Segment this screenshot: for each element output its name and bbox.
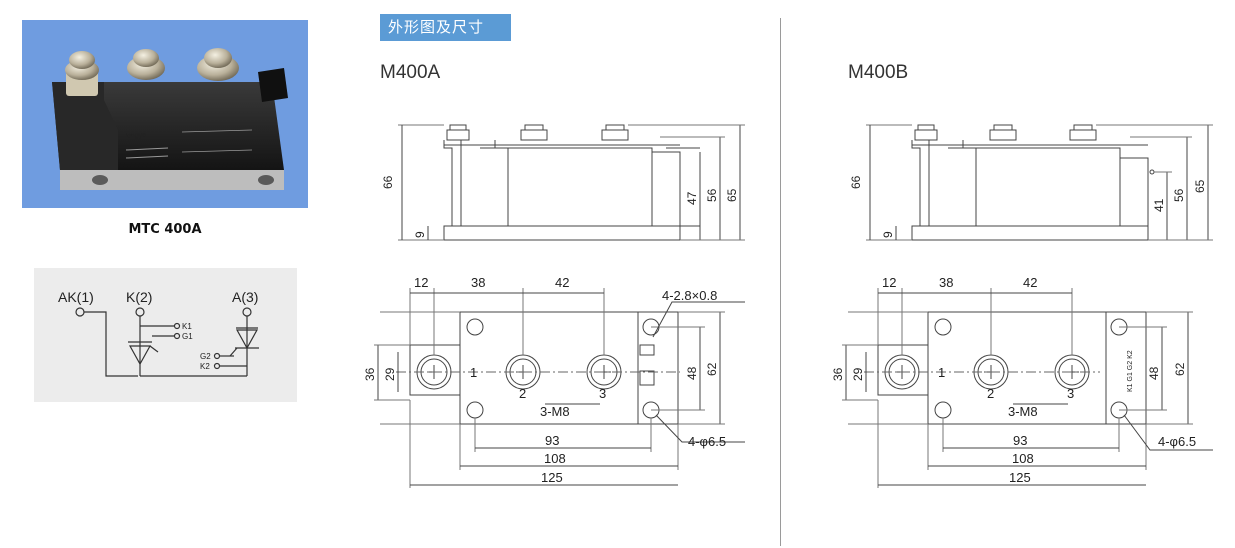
product-photo: kingye <box>22 20 308 208</box>
terminal-1-label-left: 1 <box>470 365 477 380</box>
dim-42-left: 42 <box>555 275 569 290</box>
dim-125-right: 125 <box>1009 470 1031 485</box>
dim-93-left: 93 <box>545 433 559 448</box>
dim-29-right: 29 <box>851 367 865 381</box>
terminal-1-label-right: 1 <box>938 365 945 380</box>
dim-36-left: 36 <box>363 367 377 381</box>
product-caption: MTC 400A <box>128 222 202 237</box>
terminal-3-label-left: 3 <box>599 386 606 401</box>
mount-callout-right: 4-φ6.5 <box>1158 434 1196 449</box>
dim-56-right: 56 <box>1172 188 1186 202</box>
dim-12-right: 12 <box>882 275 896 290</box>
dim-62-left: 62 <box>705 362 719 376</box>
holes-callout-left: 4-2.8×0.8 <box>662 288 717 303</box>
dim-125-left: 125 <box>541 470 563 485</box>
dim-66-right: 66 <box>849 175 863 189</box>
k2-label: K2 <box>200 362 210 371</box>
dim-47-left: 47 <box>685 191 699 205</box>
g2-label: G2 <box>200 352 211 361</box>
terminal-2-label-left: 2 <box>519 386 526 401</box>
terminal-3-label-right: 3 <box>1067 386 1074 401</box>
dim-93-right: 93 <box>1013 433 1027 448</box>
dim-65-right: 65 <box>1193 179 1207 193</box>
a-terminal-label: A(3) <box>232 289 258 305</box>
model-title-left: M400A <box>380 62 441 83</box>
dim-56-left: 56 <box>705 188 719 202</box>
side-view-right <box>911 124 1155 241</box>
brand-label: kingye <box>126 132 147 140</box>
dim-29-left: 29 <box>383 367 397 381</box>
model-title-right: M400B <box>848 62 909 83</box>
dim-42-right: 42 <box>1023 275 1037 290</box>
ak-terminal-label: AK(1) <box>58 289 94 305</box>
k1-label: K1 <box>182 322 192 331</box>
dim-9-left: 9 <box>413 231 427 238</box>
dim-108-left: 108 <box>544 451 566 466</box>
dim-38-left: 38 <box>471 275 485 290</box>
k-terminal-label: K(2) <box>126 289 152 305</box>
dim-66-left: 66 <box>381 175 395 189</box>
circuit-diagram: AK(1) K(2) A(3) K1 G1 G2 K2 <box>34 268 297 402</box>
side-view-left <box>443 124 700 241</box>
dim-12-left: 12 <box>414 275 428 290</box>
dim-108-right: 108 <box>1012 451 1034 466</box>
dim-62-right: 62 <box>1173 362 1187 376</box>
section-title: 外形图及尺寸 <box>380 14 511 41</box>
divider <box>780 18 781 546</box>
dim-38-right: 38 <box>939 275 953 290</box>
dim-48-left: 48 <box>685 366 699 380</box>
gate-pins-label-right: K1 G1 G2 K2 <box>1127 350 1134 392</box>
dim-9-right: 9 <box>881 231 895 238</box>
dim-48-right: 48 <box>1147 366 1161 380</box>
module-illustration: kingye <box>52 48 288 190</box>
dim-65-left: 65 <box>725 188 739 202</box>
dim-36-right: 36 <box>831 367 845 381</box>
mount-callout-left: 4-φ6.5 <box>688 434 726 449</box>
g1-label: G1 <box>182 332 193 341</box>
terminal-2-label-right: 2 <box>987 386 994 401</box>
dim-41-right: 41 <box>1152 198 1166 212</box>
terminals-callout-left: 3-M8 <box>540 404 570 419</box>
terminals-callout-right: 3-M8 <box>1008 404 1038 419</box>
